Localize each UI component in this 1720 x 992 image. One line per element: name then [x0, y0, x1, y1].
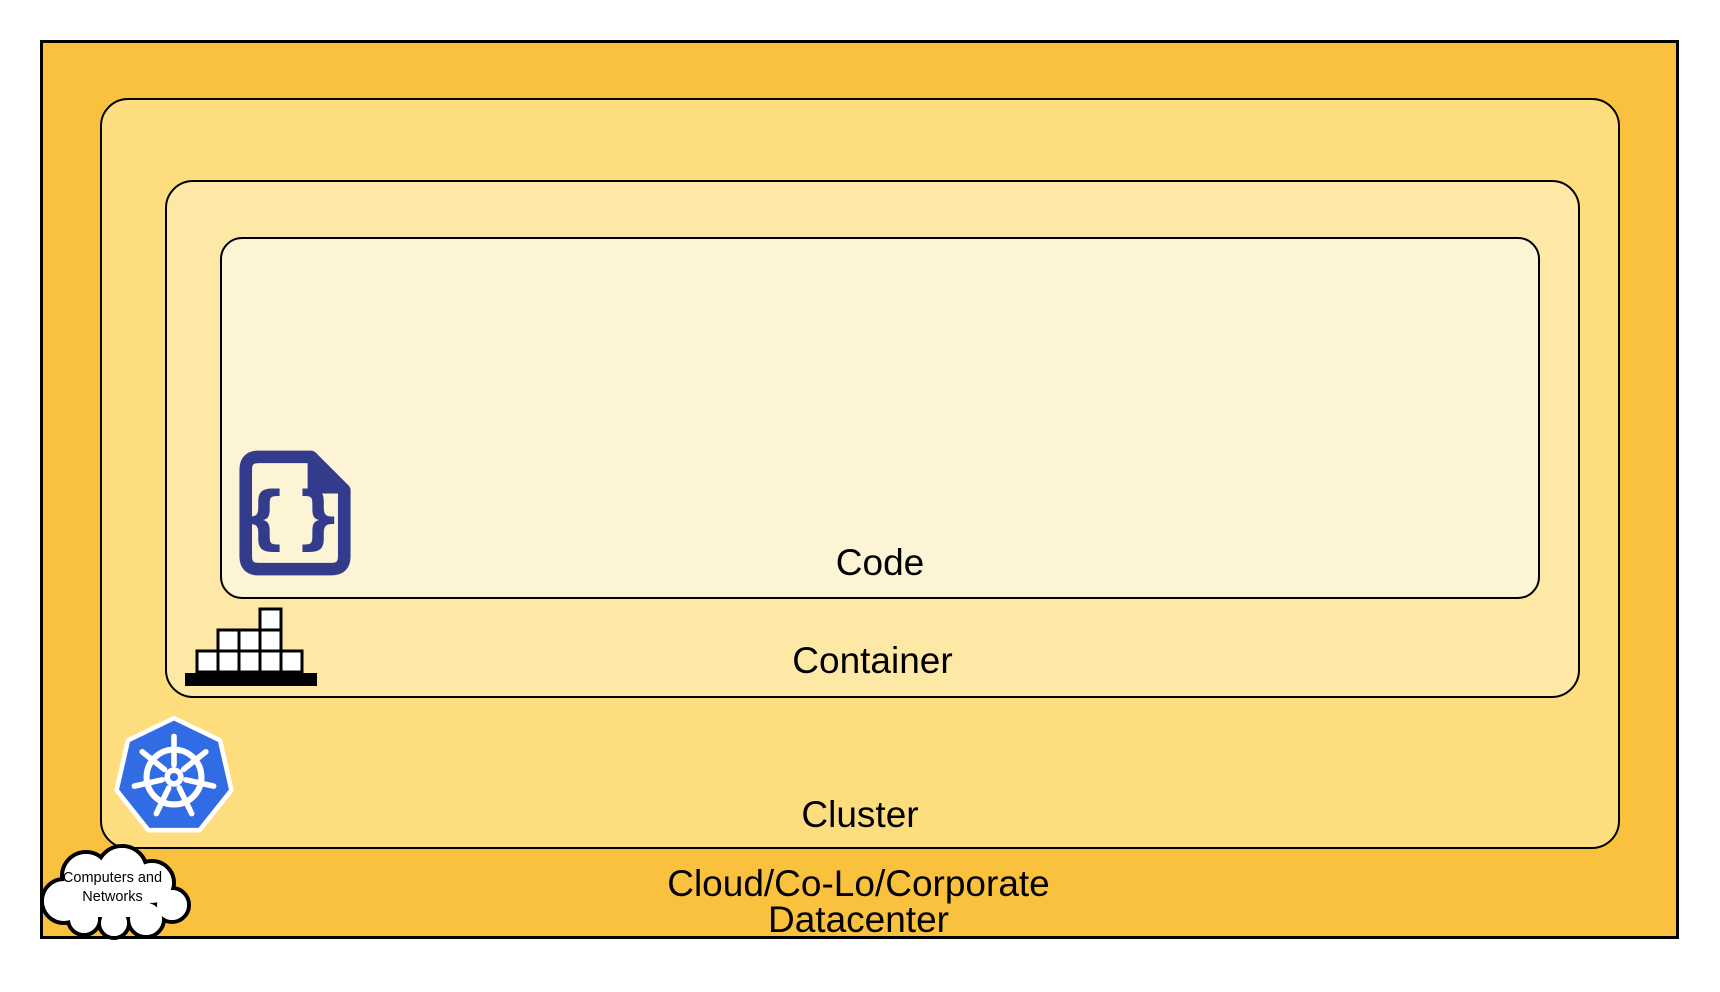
kubernetes-icon	[114, 715, 234, 833]
cloud-callout-text: Computers and Networks	[40, 869, 185, 907]
label-datacenter-line1: Cloud/Co-Lo/Corporate	[667, 863, 1050, 904]
code-file-icon: {}	[239, 450, 351, 576]
label-datacenter: Cloud/Co-Lo/Corporate Datacenter	[40, 863, 1677, 940]
code-glyph: {}	[239, 477, 348, 557]
cloud-callout-line1: Computers and	[62, 870, 163, 886]
layer-code	[220, 237, 1540, 599]
cloud-callout-line2: Networks	[82, 889, 143, 905]
cloud-icon	[40, 844, 191, 940]
label-datacenter-line2: Datacenter	[768, 899, 949, 940]
label-cluster: Cluster	[801, 794, 919, 835]
container-blocks-icon	[185, 607, 317, 686]
label-container: Container	[792, 640, 953, 681]
label-code: Code	[835, 542, 925, 583]
